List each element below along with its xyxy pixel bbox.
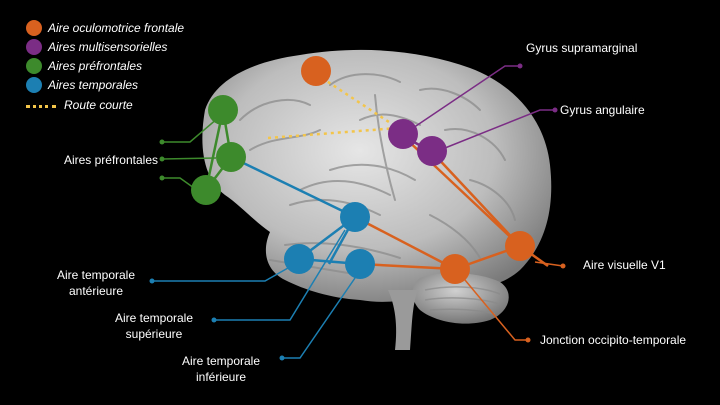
- legend-label: Route courte: [64, 98, 133, 112]
- label-aire-temporale-superieure: Aire temporale supérieure: [104, 310, 204, 342]
- label-gyrus-supramarginal: Gyrus supramarginal: [526, 41, 638, 55]
- label-jonction-occipito-temporale: Jonction occipito-temporale: [540, 333, 687, 347]
- node-prefrontal-3: [191, 175, 221, 205]
- leader-lines: [149, 63, 566, 361]
- node-temporale-hub: [340, 202, 370, 232]
- leader-gyrus-angulaire: [439, 109, 555, 151]
- label-line: antérieure: [68, 284, 124, 298]
- label-gyrus-angulaire: Gyrus angulaire: [560, 103, 645, 117]
- label-line: Aire temporale: [181, 354, 261, 368]
- legend-label: Aire oculomotrice frontale: [48, 21, 185, 35]
- label-aire-visuelle-v1: Aire visuelle V1: [583, 258, 666, 272]
- brain-illustration: [202, 49, 552, 350]
- label-aires-prefrontales: Aires préfrontales: [63, 153, 158, 167]
- legend-label: Aires temporales: [48, 78, 139, 92]
- leader-gyrus-supramarginal: [409, 65, 520, 131]
- node-gyrus-angulaire: [417, 136, 447, 166]
- cerebellum-folia: [424, 286, 501, 315]
- orange-connection: [354, 215, 456, 271]
- blue-connection: [230, 155, 356, 219]
- node-temporale-anterieure: [284, 244, 314, 274]
- node-prefrontal-2: [216, 142, 246, 172]
- label-line: Aire temporale: [114, 311, 194, 325]
- brain-gyri: [239, 73, 516, 276]
- leader-jonction: [464, 279, 528, 341]
- leader-prefrontal-1: [162, 117, 219, 143]
- node-prefrontal-1: [208, 95, 238, 125]
- legend-dot-orange: [26, 20, 42, 36]
- leader-temporale-superieure: [214, 229, 346, 321]
- label-line: inférieure: [195, 370, 247, 384]
- leader-aire-visuelle: [534, 261, 564, 267]
- leader-temporale-anterieure: [152, 267, 289, 282]
- short-route-line: [267, 126, 399, 140]
- orange-connection: [431, 151, 521, 247]
- label-line: supérieure: [125, 327, 183, 341]
- leader-prefrontal-3: [162, 177, 195, 189]
- node-aire-oculomotrice-frontale: [301, 56, 331, 86]
- label-aire-temporale-anterieure: Aire temporale antérieure: [46, 267, 146, 299]
- orange-connection: [359, 262, 456, 271]
- leader-prefrontal-2: [161, 157, 217, 160]
- short-route-line: [321, 76, 399, 130]
- legend-label: Aires multisensorielles: [48, 40, 168, 54]
- label-line: Aire temporale: [56, 268, 136, 282]
- nodes: [191, 56, 535, 284]
- legend-label: Aires préfrontales: [48, 59, 143, 73]
- leader-temporale-inferieure: [282, 277, 356, 359]
- legend-dot-green: [26, 58, 42, 74]
- legend-dashed-line: [26, 105, 56, 108]
- legend-dot-blue: [26, 77, 42, 93]
- label-aire-temporale-inferieure: Aire temporale inférieure: [166, 353, 276, 385]
- node-jonction-occipito-temporale: [440, 254, 470, 284]
- node-gyrus-supramarginal: [388, 119, 418, 149]
- brain-stem: [388, 290, 418, 350]
- node-aire-visuelle-v1: [505, 231, 535, 261]
- legend-dot-purple: [26, 39, 42, 55]
- node-temporale-inferieure: [345, 249, 375, 279]
